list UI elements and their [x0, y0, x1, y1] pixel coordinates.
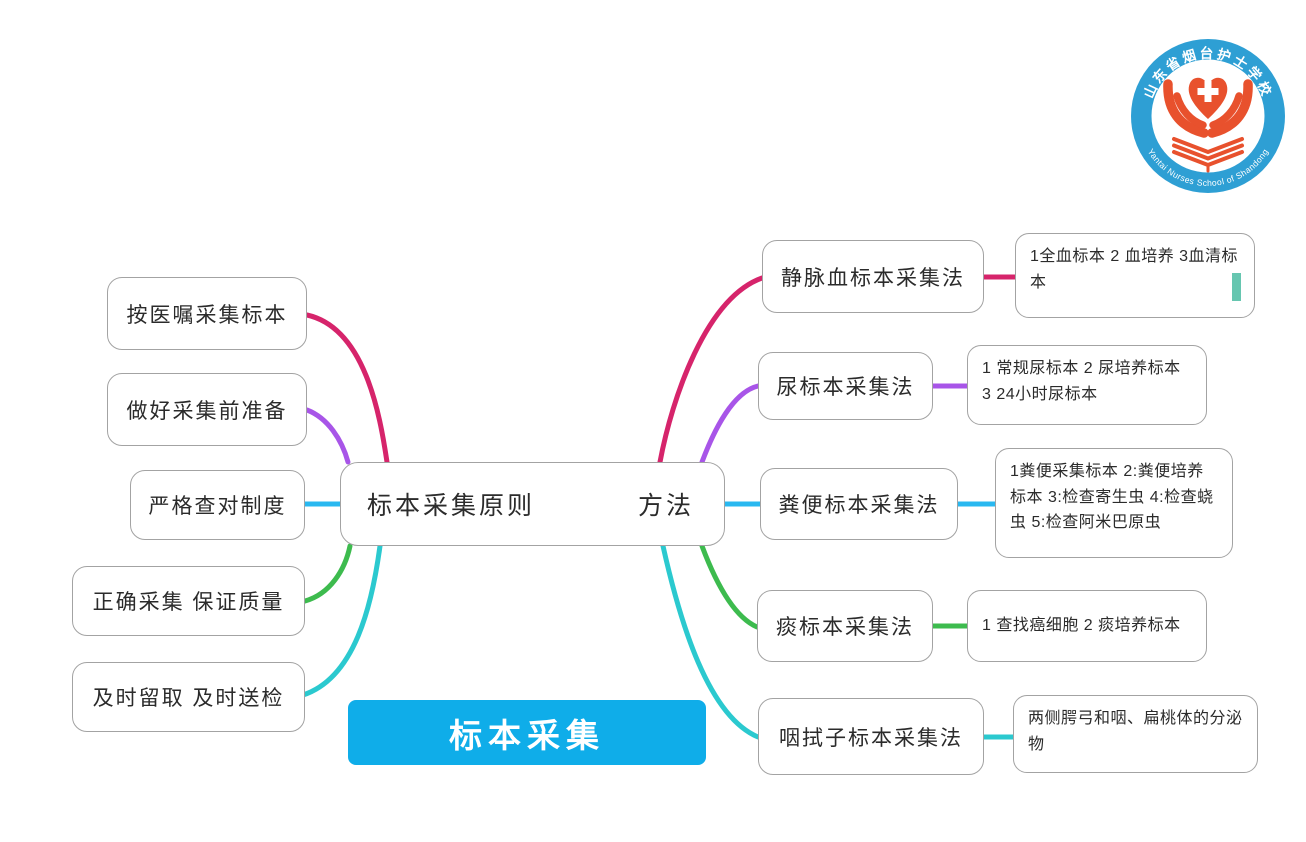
- center-node[interactable]: 标本采集原则 方法: [340, 462, 725, 546]
- principle-node-quality[interactable]: 正确采集 保证质量: [72, 566, 305, 636]
- logo-book-icon: [1172, 137, 1244, 173]
- method-node-sputum[interactable]: 痰标本采集法: [757, 590, 933, 662]
- link-principle-4: [302, 543, 353, 604]
- method-node-stool[interactable]: 粪便标本采集法: [760, 468, 958, 540]
- detail-text: 两侧腭弓和咽、扁桃体的分泌物: [1028, 710, 1243, 753]
- link-method-4: [699, 543, 760, 630]
- link-principle-2: [304, 407, 351, 465]
- method-node-throat-swab[interactable]: 咽拭子标本采集法: [758, 698, 984, 775]
- logo-hands-icon: [1163, 79, 1253, 138]
- root-node[interactable]: 标本采集: [348, 700, 706, 765]
- detail-node-sputum[interactable]: 1 查找癌细胞 2 痰培养标本: [967, 590, 1207, 662]
- principle-node-timeliness[interactable]: 及时留取 及时送检: [72, 662, 305, 732]
- detail-node-venous-blood[interactable]: 1全血标本 2 血培养 3血清标本: [1015, 233, 1255, 318]
- detail-text: 1全血标本 2 血培养 3血清标本: [1030, 248, 1239, 291]
- link-principle-1: [304, 312, 390, 465]
- link-method-1: [657, 275, 765, 465]
- detail-text: 1粪便采集标本 2:粪便培养标本 3:检查寄生虫 4:检查蛲虫 5:检查阿米巴原…: [1010, 463, 1214, 532]
- school-logo: 山东省烟台护士学校 Yantai Nurses School of Shando…: [1131, 39, 1285, 193]
- text-cursor: [1232, 273, 1241, 301]
- detail-node-urine[interactable]: 1 常规尿标本 2 尿培养标本 3 24小时尿标本: [967, 345, 1207, 425]
- detail-text: 1 常规尿标本 2 尿培养标本 3 24小时尿标本: [982, 360, 1181, 403]
- logo-cross-icon: [1197, 81, 1219, 102]
- principle-node-follow-orders[interactable]: 按医嘱采集标本: [107, 277, 307, 350]
- detail-text: 1 查找癌细胞 2 痰培养标本: [982, 617, 1181, 635]
- method-node-venous-blood[interactable]: 静脉血标本采集法: [762, 240, 984, 313]
- detail-node-throat-swab[interactable]: 两侧腭弓和咽、扁桃体的分泌物: [1013, 695, 1258, 773]
- method-node-urine[interactable]: 尿标本采集法: [758, 352, 933, 420]
- center-node-methods-label: 方法: [637, 492, 694, 520]
- link-principle-5: [300, 543, 383, 698]
- detail-node-stool[interactable]: 1粪便采集标本 2:粪便培养标本 3:检查寄生虫 4:检查蛲虫 5:检查阿米巴原…: [995, 448, 1233, 558]
- center-node-principles-label: 标本采集原则: [367, 492, 536, 520]
- link-method-2: [699, 383, 761, 465]
- principle-node-verification[interactable]: 严格查对制度: [130, 470, 305, 540]
- principle-node-preparation[interactable]: 做好采集前准备: [107, 373, 307, 446]
